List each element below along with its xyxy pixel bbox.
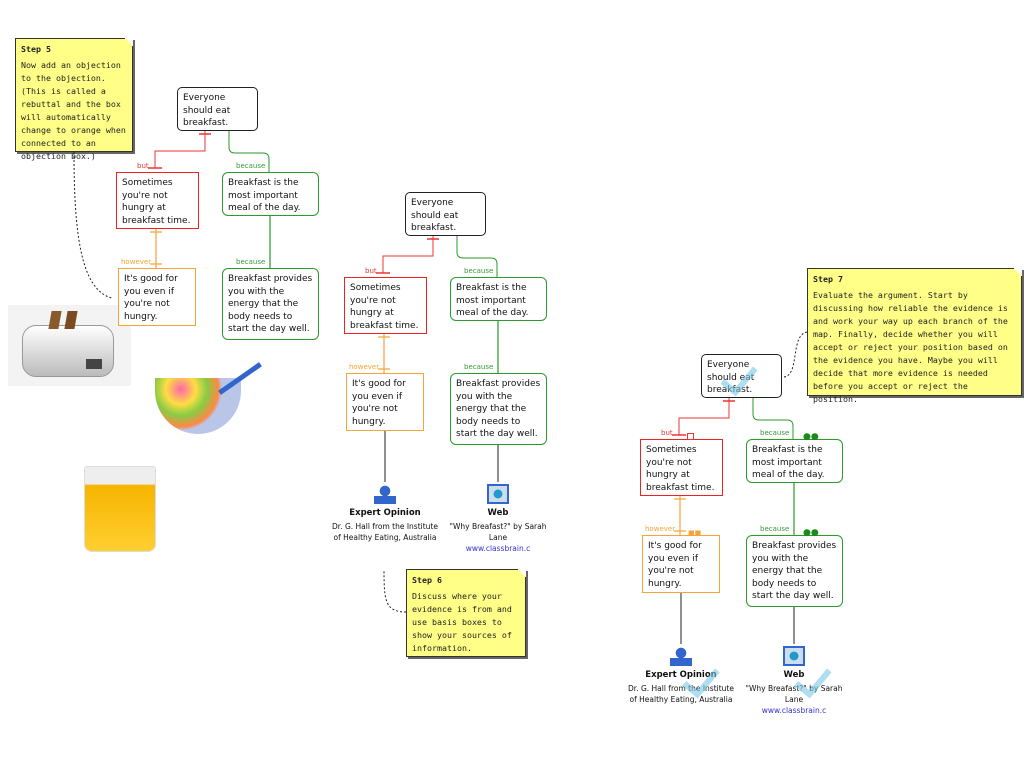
claim-box[interactable]: Everyone should eat breakfast. — [177, 87, 258, 131]
toaster-image — [8, 305, 131, 386]
however-label: however — [645, 525, 676, 533]
expert-opinion-basis[interactable]: Expert Opinion Dr. G. Hall from the Inst… — [626, 646, 736, 705]
but-label: but — [137, 162, 149, 170]
note-text: Discuss where your evidence is from and … — [412, 591, 512, 653]
rebuttal-box[interactable]: It's good for you even if you're not hun… — [642, 535, 720, 593]
objection-box[interactable]: Sometimes you're not hungry at breakfast… — [116, 172, 199, 229]
basis-title: Expert Opinion — [645, 670, 717, 680]
expert-opinion-basis[interactable]: Expert Opinion Dr. G. Hall from the Inst… — [330, 484, 440, 543]
however-label: however — [349, 363, 380, 371]
reason-box[interactable]: Breakfast is the most important meal of … — [450, 277, 547, 321]
basis-text: Dr. G. Hall from the Institute of Health… — [332, 522, 438, 542]
step7-note[interactable]: Step 7 Evaluate the argument. Start by d… — [807, 268, 1022, 404]
expert-graduate-icon — [670, 646, 692, 666]
reason-box[interactable]: Breakfast provides you with the energy t… — [222, 268, 319, 340]
note-title: Step 5 — [21, 44, 51, 54]
reason-box[interactable]: Breakfast is the most important meal of … — [222, 172, 319, 216]
claim-box[interactable]: Everyone should eat breakfast. — [701, 354, 782, 398]
objection-box[interactable]: Sometimes you're not hungry at breakfast… — [640, 439, 723, 496]
because-label: because — [236, 258, 266, 266]
because-label: because — [464, 267, 494, 275]
objection-box[interactable]: Sometimes you're not hungry at breakfast… — [344, 277, 427, 334]
rebuttal-rating-squares[interactable]: ■■ — [688, 529, 702, 537]
basis-url-link[interactable]: www.classbrain.c — [761, 706, 827, 715]
expert-graduate-icon — [374, 484, 396, 504]
note-text: Evaluate the argument. Start by discussi… — [813, 290, 1008, 404]
basis-url-link[interactable]: www.classbrain.c — [465, 544, 531, 553]
basis-title: Web — [487, 508, 509, 518]
because-label: because — [236, 162, 266, 170]
rebuttal-box[interactable]: It's good for you even if you're not hun… — [118, 268, 196, 326]
note-title: Step 6 — [412, 575, 442, 585]
web-monitor-icon — [783, 646, 805, 666]
however-label: however — [121, 258, 152, 266]
claim-box[interactable]: Everyone should eat breakfast. — [405, 192, 486, 236]
web-basis[interactable]: Web "Why Breafast?" by Sarah Lane www.cl… — [443, 484, 553, 554]
basis-title: Web — [783, 670, 805, 680]
basis-text: "Why Breafast?" by Sarah Lane — [745, 684, 843, 704]
because-label: because — [464, 363, 494, 371]
reason-box[interactable]: Breakfast provides you with the energy t… — [450, 373, 547, 445]
because-label: because — [760, 525, 790, 533]
basis-text: "Why Breafast?" by Sarah Lane — [449, 522, 547, 542]
but-label: but — [661, 429, 673, 437]
web-monitor-icon — [487, 484, 509, 504]
reason-rating-dots[interactable]: ●● — [803, 528, 819, 538]
note-text: Now add an objection to the objection. (… — [21, 60, 126, 161]
reason-box[interactable]: Breakfast is the most important meal of … — [746, 439, 843, 483]
basis-text: Dr. G. Hall from the Institute of Health… — [628, 684, 734, 704]
basis-title: Expert Opinion — [349, 508, 421, 518]
web-basis[interactable]: Web "Why Breafast?" by Sarah Lane www.cl… — [739, 646, 849, 716]
reason-box[interactable]: Breakfast provides you with the energy t… — [746, 535, 843, 607]
step6-note[interactable]: Step 6 Discuss where your evidence is fr… — [406, 569, 526, 657]
step5-note[interactable]: Step 5 Now add an objection to the objec… — [15, 38, 133, 161]
orange-juice-image — [84, 466, 156, 552]
cereal-bowl-image — [155, 362, 265, 447]
objection-evaluation-square[interactable] — [687, 433, 694, 440]
note-title: Step 7 — [813, 274, 843, 284]
rebuttal-box[interactable]: It's good for you even if you're not hun… — [346, 373, 424, 431]
but-label: but — [365, 267, 377, 275]
reason-rating-dots[interactable]: ●● — [803, 432, 819, 442]
because-label: because — [760, 429, 790, 437]
